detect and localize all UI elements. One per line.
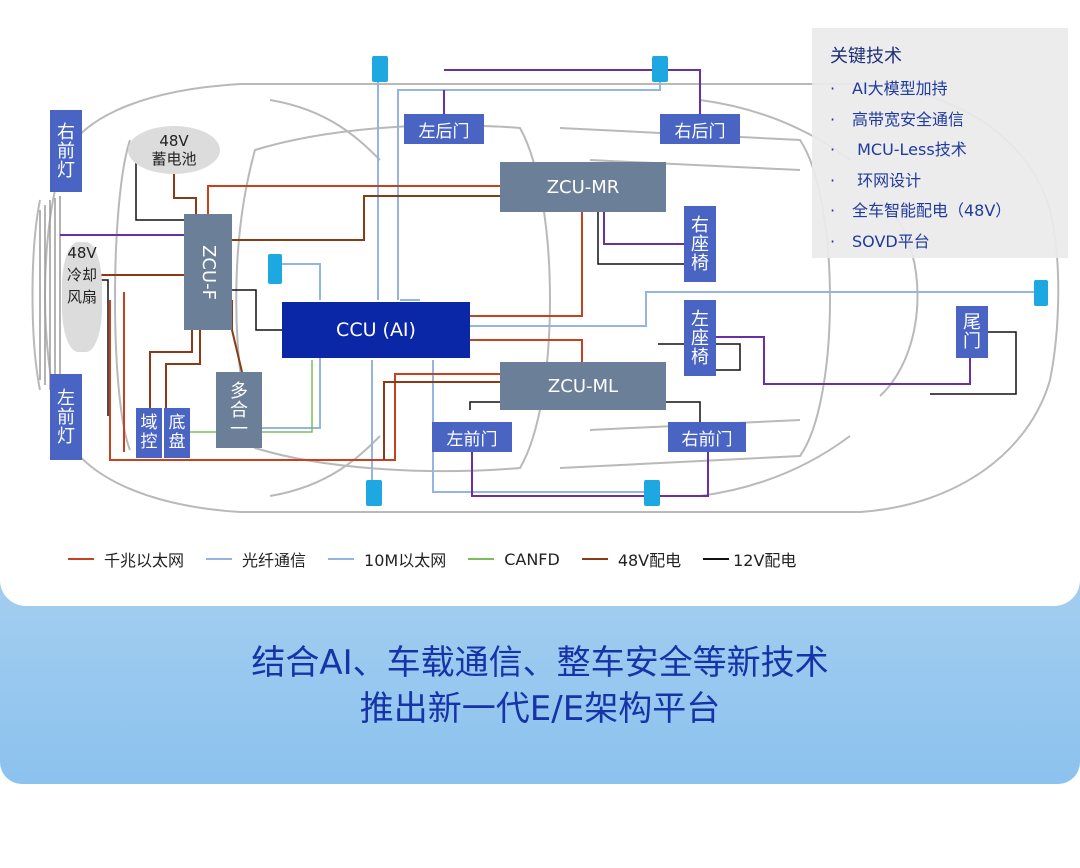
key-tech-item: · 环网设计 [830, 170, 922, 190]
front-left-door-label: 左前门 [446, 429, 498, 450]
legend-item: 12V配电 [703, 547, 796, 571]
legend-label: CANFD [504, 549, 560, 569]
legend-item: CANFD [468, 550, 560, 569]
rear-right-door-node: 右后门 [660, 114, 740, 144]
power12-links [92, 150, 1017, 422]
zcu-ml-label: ZCU-ML [547, 375, 619, 397]
tailgate-label: 尾门 [963, 312, 981, 352]
chassis-node: 底盘 [164, 408, 190, 458]
rear-right-door-label: 右后门 [674, 121, 726, 142]
legend-swatch [68, 558, 94, 560]
legend-label: 10M以太网 [364, 551, 447, 570]
tailgate-node: 尾门 [956, 306, 988, 358]
battery-node: 48V 蓄电池 [128, 126, 220, 174]
multi-in-one-label: 多合一 [230, 380, 248, 440]
car-outline [31, 83, 1060, 513]
key-tech-item-label: 高带宽安全通信 [852, 109, 965, 129]
key-tech-panel: 关键技术 ·AI大模型加持 ·高带宽安全通信 · MCU-Less技术 · 环网… [812, 28, 1068, 258]
fan-label: 48V冷却风扇 [66, 244, 97, 306]
legend-swatch [328, 558, 355, 560]
architecture-diagram [31, 66, 1060, 513]
key-tech-item: ·全车智能配电（48V） [830, 201, 1012, 220]
ccu-node: CCU (AI) [282, 302, 470, 358]
battery-voltage-label: 48V [159, 132, 189, 150]
headline: 结合AI、车载通信、整车安全等新技术 推出新一代E/E架构平台 [0, 640, 1080, 732]
right-headlight-node: 右前灯 [50, 110, 82, 192]
sensor-chip-tail [1034, 280, 1048, 306]
sensor-chip-rear-right [652, 56, 668, 82]
left-seat-label: 左座椅 [691, 308, 709, 368]
zcu-f-label: ZCU-F [197, 244, 219, 300]
key-tech-item: ·SOVD平台 [830, 231, 930, 251]
front-right-door-node: 右前门 [668, 422, 746, 452]
legend-item: 千兆以太网 [68, 547, 184, 571]
ccu-label: CCU (AI) [336, 319, 416, 341]
right-headlight-label: 右前灯 [57, 121, 75, 181]
right-seat-label: 右座椅 [691, 214, 709, 274]
left-headlight-label: 左前灯 [57, 387, 75, 447]
left-headlight-node: 左前灯 [50, 374, 82, 460]
front-right-door-label: 右前门 [681, 429, 733, 450]
right-seat-node: 右座椅 [684, 206, 716, 282]
sensor-chip-rear-left [372, 56, 388, 82]
front-left-door-node: 左前门 [432, 422, 512, 452]
sensor-chip-front-left [366, 480, 382, 506]
headline-line-2: 推出新一代E/E架构平台 [359, 689, 721, 729]
zcu-mr-label: ZCU-MR [546, 176, 620, 198]
legend-item: 光纤通信 [206, 547, 306, 571]
sensor-chip-front-right [644, 480, 660, 506]
fan-node [62, 242, 102, 352]
legend-swatch [206, 558, 233, 560]
key-tech-item-label: SOVD平台 [852, 231, 930, 251]
rear-left-door-label: 左后门 [418, 121, 470, 142]
legend-swatch [703, 558, 730, 560]
sensor-chip-front-ccu [268, 254, 282, 284]
legend-swatch [581, 558, 608, 560]
rear-left-door-node: 左后门 [404, 114, 484, 144]
power48-links [100, 168, 500, 460]
key-tech-item: ·AI大模型加持 [830, 79, 948, 98]
zcu-f-node: ZCU-F [184, 214, 232, 330]
key-tech-item-label: MCU-Less技术 [852, 140, 967, 159]
legend-label: 千兆以太网 [104, 551, 185, 570]
left-seat-node: 左座椅 [684, 300, 716, 376]
key-tech-item: · MCU-Less技术 [830, 140, 967, 159]
legend: 千兆以太网 光纤通信 10M以太网 CANFD 48V配电 12V配电 [68, 545, 818, 573]
domain-ctrl-label: 域控 [140, 413, 158, 452]
key-tech-item-label: AI大模型加持 [852, 79, 948, 98]
legend-swatch [468, 558, 495, 560]
legend-label: 48V配电 [617, 551, 682, 570]
chassis-label: 底盘 [168, 413, 186, 452]
legend-item: 10M以太网 [328, 547, 446, 571]
grille [39, 196, 61, 394]
legend-label: 12V配电 [733, 551, 797, 570]
multi-in-one-node: 多合一 [216, 372, 262, 448]
key-tech-item-label: 全车智能配电（48V） [852, 201, 1012, 220]
battery-label: 蓄电池 [151, 150, 197, 168]
gigabit-links [109, 185, 583, 461]
legend-item: 48V配电 [581, 547, 682, 571]
zcu-mr-node: ZCU-MR [500, 162, 666, 212]
key-tech-item-label: 环网设计 [852, 170, 922, 190]
door-links [60, 69, 971, 497]
domain-ctrl-node: 域控 [136, 408, 162, 458]
legend-label: 光纤通信 [242, 551, 307, 570]
headline-line-1: 结合AI、车载通信、整车安全等新技术 [251, 643, 829, 683]
key-tech-item: ·高带宽安全通信 [830, 109, 965, 129]
key-tech-title: 关键技术 [830, 46, 902, 67]
zcu-ml-node: ZCU-ML [500, 362, 666, 410]
